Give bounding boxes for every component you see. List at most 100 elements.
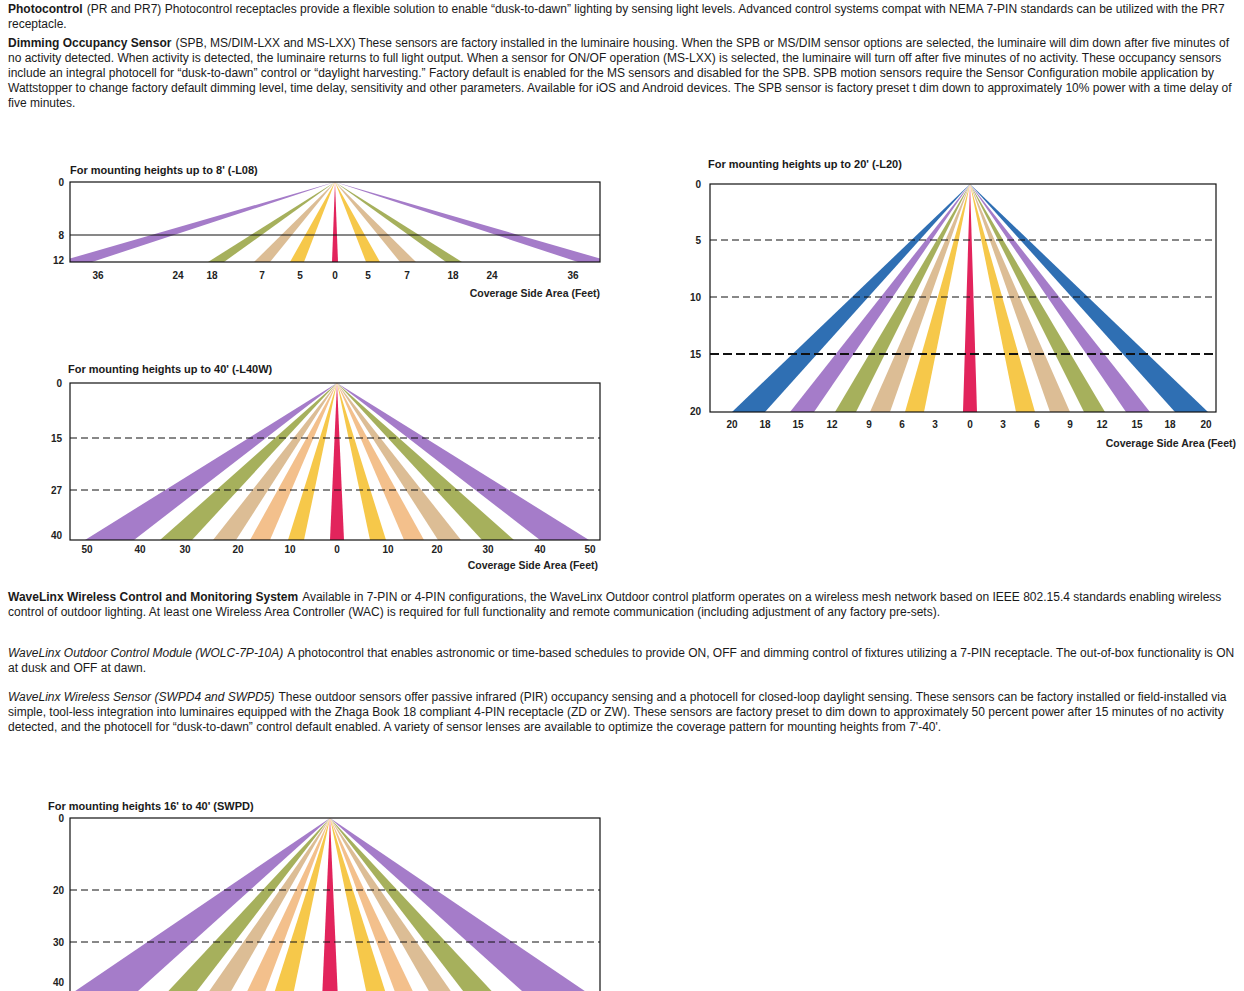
- axis-number: 20: [1200, 419, 1211, 430]
- axis-number: 0: [332, 270, 338, 281]
- height-line: [70, 235, 600, 236]
- axis-number: 18: [447, 270, 458, 281]
- axis-number: 20: [232, 544, 243, 555]
- chart-frame: [70, 818, 600, 991]
- axis-number: 0: [56, 378, 62, 389]
- coverage-band: [870, 184, 970, 412]
- text-paragraph: WaveLinx Outdoor Control Module (WOLC-7P…: [8, 646, 1236, 676]
- coverage-band: [70, 818, 330, 991]
- axis-number: 9: [1067, 419, 1073, 430]
- height-line: [710, 297, 1216, 298]
- axis-number: 3: [932, 419, 938, 430]
- axis-number: 24: [172, 270, 183, 281]
- axis-number: 36: [567, 270, 578, 281]
- coverage-band: [330, 818, 457, 991]
- axis-number: 6: [899, 419, 905, 430]
- axis-number: 36: [92, 270, 103, 281]
- axis-number: 30: [482, 544, 493, 555]
- axis-number: 40: [134, 544, 145, 555]
- coverage-band: [337, 383, 386, 540]
- axis-number: 27: [51, 485, 62, 496]
- coverage-band: [337, 383, 424, 540]
- axis-number: 30: [53, 937, 64, 948]
- axis-number: 0: [58, 177, 64, 188]
- chart-frame: [70, 182, 600, 262]
- axis-number: 15: [690, 349, 701, 360]
- coverage-band: [963, 184, 977, 412]
- coverage-band: [905, 184, 970, 412]
- coverage-band: [337, 383, 514, 540]
- paragraph-heading: WaveLinx Outdoor Control Module (WOLC-7P…: [8, 646, 283, 660]
- coverage-band: [160, 818, 330, 991]
- coverage-band: [70, 182, 335, 262]
- axis-number: 9: [866, 419, 872, 430]
- axis-number: 20: [726, 419, 737, 430]
- coverage-band: [335, 182, 416, 262]
- axis-number: 3: [1000, 419, 1006, 430]
- coverage-band: [213, 383, 337, 540]
- axis-number: 10: [690, 292, 701, 303]
- axis-number: 7: [404, 270, 410, 281]
- axis-number: 7: [259, 270, 265, 281]
- axis-title: Coverage Side Area (Feet): [1106, 437, 1236, 449]
- coverage-band: [970, 184, 1070, 412]
- coverage-band: [970, 184, 1150, 412]
- coverage-band: [790, 184, 970, 412]
- axis-number: 5: [297, 270, 303, 281]
- coverage-band: [970, 184, 1208, 412]
- axis-number: 12: [826, 419, 837, 430]
- axis-title: Coverage Side Area (Feet): [468, 559, 598, 571]
- coverage-band: [330, 818, 388, 991]
- coverage-band: [332, 182, 338, 262]
- axis-number: 18: [206, 270, 217, 281]
- axis-number: 10: [284, 544, 295, 555]
- height-line: [70, 942, 600, 943]
- coverage-band: [254, 182, 335, 262]
- height-line: [710, 240, 1216, 241]
- axis-number: 0: [967, 419, 973, 430]
- text-paragraph: WaveLinx Wireless Sensor (SWPD4 and SWPD…: [8, 690, 1236, 735]
- height-line: [710, 353, 1216, 355]
- axis-number: 20: [53, 885, 64, 896]
- axis-number: 6: [1034, 419, 1040, 430]
- coverage-band: [970, 184, 1035, 412]
- coverage-band: [288, 383, 337, 540]
- axis-number: 12: [53, 255, 64, 266]
- paragraph-body: (PR and PR7) Photocontrol receptacles pr…: [8, 2, 1225, 31]
- axis-number: 15: [51, 433, 62, 444]
- coverage-band: [272, 818, 330, 991]
- axis-number: 18: [1164, 419, 1175, 430]
- axis-number: 5: [365, 270, 371, 281]
- chart-title: For mounting heights up to 8' (-L08): [70, 164, 258, 176]
- axis-number: 5: [695, 235, 701, 246]
- coverage-band: [330, 818, 417, 991]
- axis-number: 12: [1096, 419, 1107, 430]
- paragraph-heading: Dimming Occupancy Sensor: [8, 36, 171, 50]
- axis-number: 8: [58, 230, 64, 241]
- height-line: [70, 890, 600, 891]
- chart-title: For mounting heights 16' to 40' (SWPD): [48, 800, 254, 812]
- coverage-band: [337, 383, 589, 540]
- coverage-band: [330, 818, 500, 991]
- text-paragraph: WaveLinx Wireless Control and Monitoring…: [8, 590, 1236, 620]
- coverage-band: [160, 383, 337, 540]
- coverage-band: [203, 818, 330, 991]
- axis-number: 24: [486, 270, 497, 281]
- coverage-band: [208, 182, 335, 262]
- axis-number: 50: [584, 544, 595, 555]
- chart-frame: [710, 184, 1216, 412]
- height-line: [70, 490, 600, 491]
- axis-number: 0: [58, 813, 64, 824]
- paragraph-heading: WaveLinx Wireless Sensor (SWPD4 and SWPD…: [8, 690, 274, 704]
- coverage-band: [322, 818, 338, 991]
- axis-number: 40: [51, 530, 62, 541]
- axis-number: 40: [534, 544, 545, 555]
- coverage-band: [337, 383, 461, 540]
- axis-number: 0: [334, 544, 340, 555]
- paragraph-heading: WaveLinx Wireless Control and Monitoring…: [8, 590, 298, 604]
- coverage-band: [732, 184, 970, 412]
- coverage-band: [85, 383, 337, 540]
- chart-title: For mounting heights up to 40' (-L40W): [68, 363, 272, 375]
- axis-title: Coverage Side Area (Feet): [470, 287, 600, 299]
